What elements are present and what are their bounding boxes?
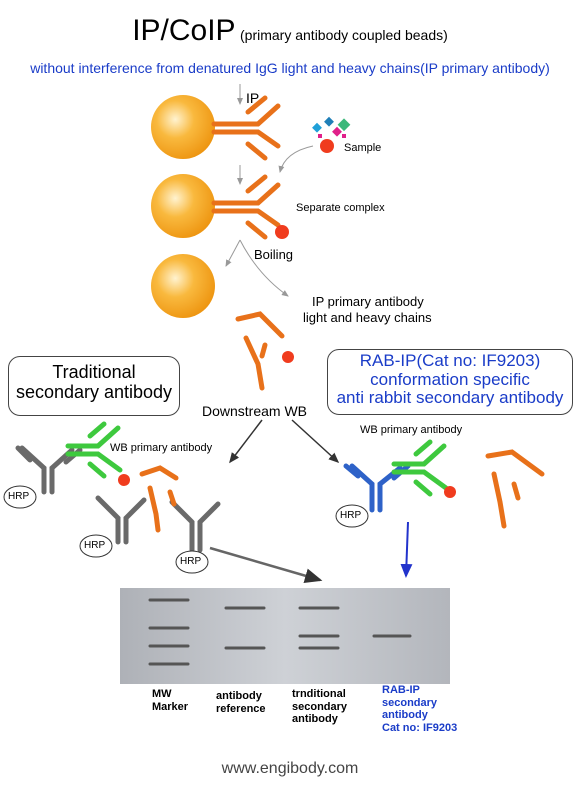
gel-bands xyxy=(148,598,412,666)
traditional-secondary-3 xyxy=(169,499,221,553)
antigen-left xyxy=(118,474,130,486)
lane-2-line1: antibody xyxy=(216,690,262,702)
hrp-label-2: HRP xyxy=(84,540,106,551)
lane-3-line1: trnditional xyxy=(292,688,346,700)
lane-4-line3: antibody xyxy=(382,709,428,722)
lane-label-traditional-secondary: trnditional secondary antibody xyxy=(292,688,347,726)
ip-antibody-2 xyxy=(211,174,281,240)
title-note: (primary antibody coupled beads) xyxy=(240,27,448,43)
released-chains-left xyxy=(139,465,179,533)
hrp-label-3: HRP xyxy=(180,556,202,567)
antigen-dot-2 xyxy=(275,225,289,239)
hrp-label-4: HRP xyxy=(340,510,362,521)
bead-2 xyxy=(151,174,215,238)
separate-complex-label: Separate complex xyxy=(296,202,385,214)
ip-label: IP xyxy=(246,90,260,106)
lane-1-line1: MW xyxy=(152,688,172,700)
title-main: IP/CoIP xyxy=(132,14,236,47)
rab-box-line2: conformation specific xyxy=(370,369,530,389)
boiling-label: Boiling xyxy=(254,247,294,262)
hrp-oval-1 xyxy=(3,485,37,509)
bead-3 xyxy=(151,254,215,318)
lane-label-mw-marker: MW Marker xyxy=(152,688,188,713)
antigen-dot-3 xyxy=(282,351,294,363)
antigen-right xyxy=(444,486,456,498)
wb-primary-right-label: WB primary antibody xyxy=(360,424,463,436)
wb-primary-left-label: WB primary antibody xyxy=(110,442,213,454)
lane-4-line4: Cat no: IF9203 xyxy=(382,721,458,734)
ip-chains-label-2: light and heavy chains xyxy=(303,310,432,325)
rab-box-line1: RAB-IP(Cat no: IF9203) xyxy=(359,351,541,370)
downstream-wb-label: Downstream WB xyxy=(202,403,308,419)
lane-2-line2: reference xyxy=(216,702,266,715)
lane-3-line3: antibody xyxy=(292,713,338,726)
hrp-label-1: HRP xyxy=(8,491,30,502)
wb-primary-left xyxy=(65,421,123,479)
lane-4-line2: secondary xyxy=(382,696,438,709)
hrp-oval-4 xyxy=(335,504,369,528)
sample-label: Sample xyxy=(344,142,382,154)
hrp-oval-3 xyxy=(175,550,209,574)
lane-3-line2: secondary xyxy=(292,700,348,713)
ip-antibody-1 xyxy=(211,95,281,161)
traditional-secondary-box: Traditional secondary antibody xyxy=(8,356,180,416)
released-chains xyxy=(235,311,285,391)
traditional-box-line1: Traditional xyxy=(52,362,136,382)
rab-ip-box: RAB-IP(Cat no: IF9203) conformation spec… xyxy=(327,349,573,415)
subtitle: without interference from denatured IgG … xyxy=(30,60,550,76)
rab-box-line3: anti rabbit secondary antibody xyxy=(336,388,564,408)
released-chains-right xyxy=(485,449,545,529)
lane-label-rab-ip-secondary: RAB-IP secondary antibody Cat no: IF9203 xyxy=(382,684,457,735)
lane-1-line2: Marker xyxy=(152,700,189,713)
lane-4-line1: RAB-IP xyxy=(382,684,420,696)
ip-chains-label-1: IP primary antibody xyxy=(312,294,424,309)
website-footer: www.engibody.com xyxy=(221,760,359,777)
lane-label-antibody-reference: antibody reference xyxy=(216,690,266,715)
traditional-secondary-2 xyxy=(95,495,147,545)
page-title: IP/CoIP (primary antibody coupled beads) xyxy=(0,14,580,48)
hrp-oval-2 xyxy=(79,534,113,558)
bead-1 xyxy=(151,95,215,159)
wb-primary-right xyxy=(391,439,449,497)
traditional-box-line2: secondary antibody xyxy=(15,381,173,402)
